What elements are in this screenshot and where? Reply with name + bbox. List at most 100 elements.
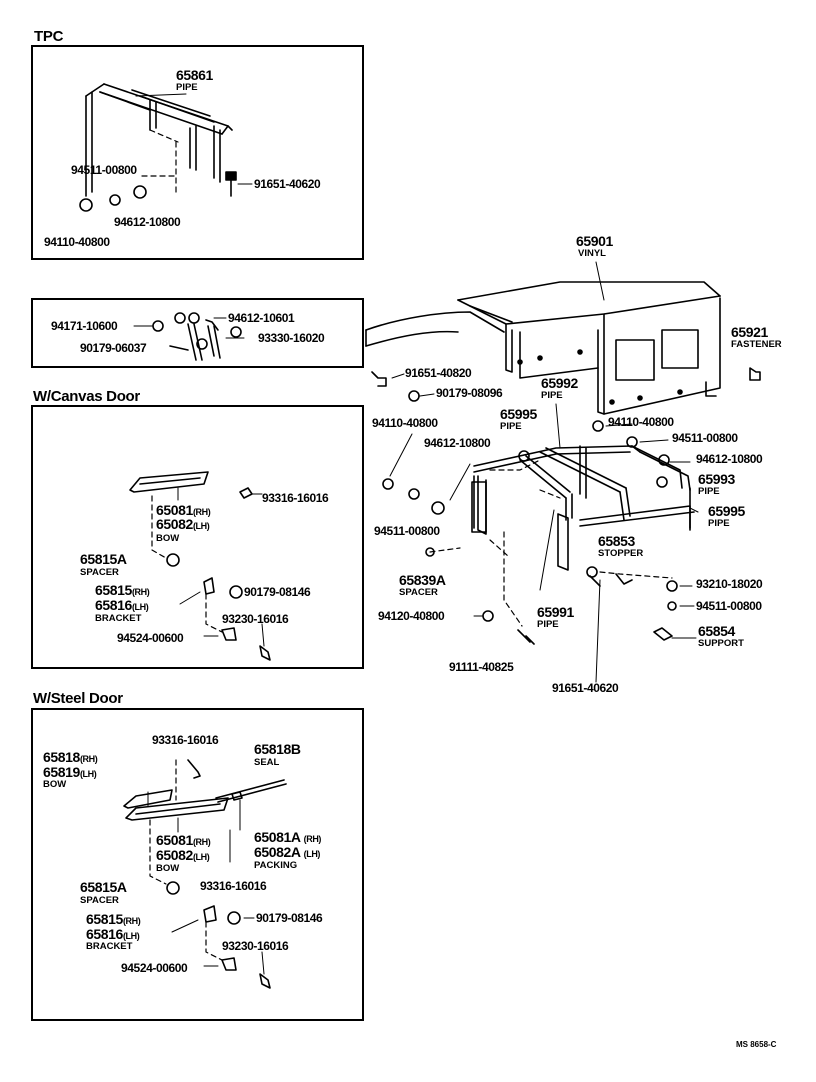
main-pipe-frame-drawing [429,445,695,645]
panel-bolt-strip [31,298,364,368]
label-93210-18020: 93210-18020 [696,577,763,591]
lh-suffix: (LH) [131,602,149,612]
part-number: 65081 [156,502,193,518]
label-tpc-94612-10800: 94612-10800 [114,215,181,229]
label-65853-name: STOPPER [598,548,644,559]
tpc-fasteners [79,93,253,212]
rh-suffix: (RH) [122,916,141,926]
label-tpc-94110-40800: 94110-40800 [44,235,110,249]
part-number: 65081A [254,829,301,845]
section-title-steel-door: W/Steel Door [33,690,123,707]
label-94511-00800-b: 94511-00800 [374,524,440,538]
label-65991-name: PIPE [537,619,559,630]
rh-suffix: (RH) [303,834,322,844]
label-steel-65815a: 65815A [80,879,127,895]
label-65854-name: SUPPORT [698,638,744,649]
panel-canvas-door [31,405,364,669]
label-65995-b: 65995 [708,503,745,519]
label-65853: 65853 [598,533,635,549]
part-number: 65082 [156,516,193,532]
label-65995-a: 65995 [500,406,537,422]
lh-suffix: (LH) [122,931,140,941]
rh-suffix: (RH) [131,587,150,597]
label-steel-93230-16016: 93230-16016 [222,939,289,953]
label-packing: PACKING [254,860,298,871]
label-canvas-90179-08146: 90179-08146 [244,585,311,599]
canvas-door-drawing [129,471,271,661]
label-65818b: 65818B [254,741,301,757]
label-canvas-65815a: 65815A [80,551,127,567]
label-94110-40800-b: 94110-40800 [608,415,674,429]
label-canvas-spacer: SPACER [80,567,119,578]
label-94612-10601: 94612-10601 [228,311,295,325]
tpc-pipe-drawing [85,83,233,197]
vinyl-top-drawing [365,261,761,449]
label-tpc-94511-00800: 94511-00800 [71,163,137,177]
label-65861-name: PIPE [176,82,198,93]
label-65993-name: PIPE [698,486,720,497]
label-65993: 65993 [698,471,735,487]
label-steel-65081: 65081(RH) [156,832,211,848]
label-65921: 65921 [731,324,768,340]
label-steel-bracket: BRACKET [86,941,133,952]
label-steel-93316-16016-a: 93316-16016 [152,733,219,747]
rh-suffix: (RH) [79,754,98,764]
label-65818b-name: SEAL [254,757,280,768]
label-65995-a-name: PIPE [500,421,522,432]
label-93330-16020: 93330-16020 [258,331,325,345]
label-canvas-93316-16016: 93316-16016 [262,491,329,505]
label-canvas-94524-00600: 94524-00600 [117,631,184,645]
lh-suffix: (LH) [192,521,210,531]
label-steel-spacer: SPACER [80,895,119,906]
steel-door-drawing [123,759,287,989]
label-steel-93316-16016-b: 93316-16016 [200,879,267,893]
part-number: 65818 [43,749,80,765]
label-canvas-bow: BOW [156,533,180,544]
part-number: 65815 [95,582,132,598]
label-91651-40620-main: 91651-40620 [552,681,619,695]
label-65818: 65818(RH) [43,749,98,765]
label-steel-bow-b: BOW [156,863,180,874]
label-94511-00800-c: 94511-00800 [696,599,762,613]
label-steel-bow-a: BOW [43,779,67,790]
section-title-tpc: TPC [34,28,64,45]
label-65991: 65991 [537,604,574,620]
label-steel-94524-00600: 94524-00600 [121,961,188,975]
label-90179-08096: 90179-08096 [436,386,503,400]
label-65082a: 65082A (LH) [254,845,320,859]
label-65992: 65992 [541,375,578,391]
label-65839a-name: SPACER [399,587,438,598]
label-steel-90179-08146: 90179-08146 [256,911,323,925]
rh-suffix: (RH) [192,507,211,517]
label-65081a: 65081A (RH) [254,830,321,844]
label-65901: 65901 [576,233,613,249]
rh-suffix: (RH) [192,837,211,847]
part-number: 65081 [156,832,193,848]
part-number: 65082A [254,844,301,860]
label-90179-06037: 90179-06037 [80,341,147,355]
label-steel-65816: 65816(LH) [86,926,140,942]
label-94171-10600: 94171-10600 [51,319,118,333]
label-65992-name: PIPE [541,390,563,401]
section-title-canvas-door: W/Canvas Door [33,388,140,405]
label-steel-65815: 65815(RH) [86,912,141,926]
label-65819: 65819(LH) [43,765,97,779]
label-steel-65082: 65082(LH) [156,848,210,862]
main-fasteners [371,371,699,683]
panel-steel-door [31,708,364,1021]
lh-suffix: (LH) [79,769,97,779]
label-65901-name: VINYL [578,248,606,259]
label-65921-name: FASTENER [731,339,782,350]
label-canvas-65082: 65082(LH) [156,516,210,532]
label-canvas-65816: 65816(LH) [95,598,149,612]
label-94511-00800-a: 94511-00800 [672,431,738,445]
label-94612-10800-a: 94612-10800 [424,436,491,450]
label-tpc-91651-40620: 91651-40620 [254,177,321,191]
label-canvas-65081: 65081(RH) [156,502,211,518]
label-94120-40800: 94120-40800 [378,609,445,623]
lh-suffix: (LH) [192,852,210,862]
label-65995-b-name: PIPE [708,518,730,529]
part-number: 65816 [86,926,123,942]
lh-suffix: (LH) [303,849,321,859]
